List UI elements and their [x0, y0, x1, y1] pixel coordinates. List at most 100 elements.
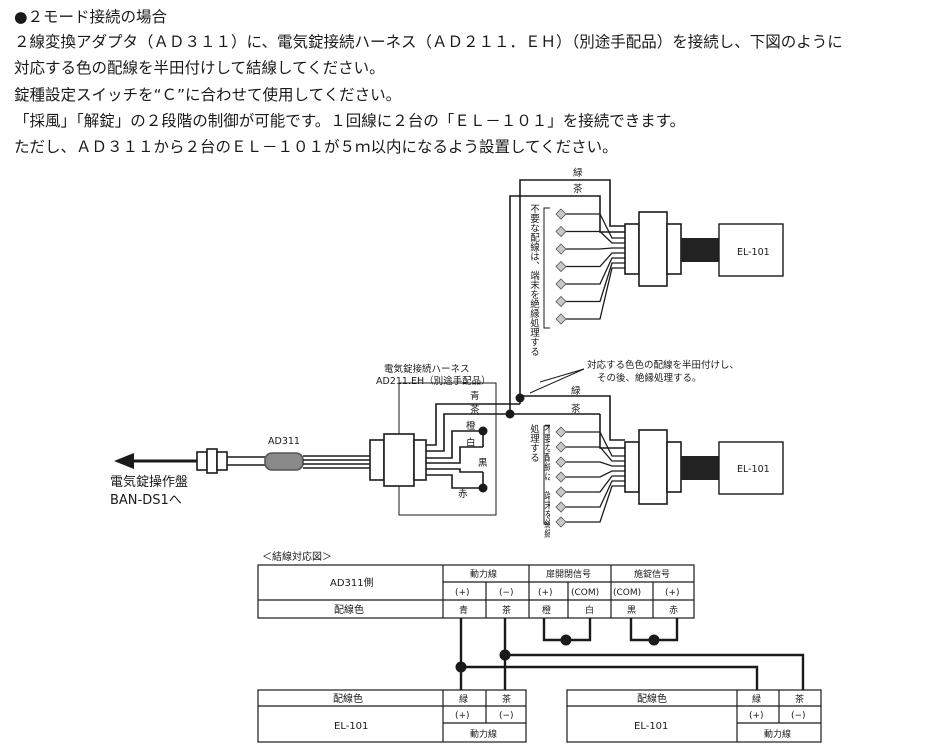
unused-wire: [566, 475, 625, 493]
insulation-cap-icon: [555, 278, 567, 290]
table-terminal: (−): [499, 588, 514, 598]
el-table-group-left: 動力線: [470, 728, 497, 740]
label-red: 赤: [458, 489, 468, 500]
insulation-cap-icon: [555, 295, 567, 308]
unused-bracket-top: [543, 207, 550, 329]
panel-target-label: BAN-DS1へ: [110, 493, 182, 508]
harness-connector: [369, 433, 427, 487]
el-table-color: 緑: [459, 693, 468, 705]
label-orange: 橙: [466, 420, 476, 432]
ad311-adapter: [264, 452, 304, 471]
unused-wire: [566, 446, 625, 462]
wiring-table: [257, 564, 695, 619]
section-heading: ●２モード接続の場合: [14, 8, 168, 26]
unused-wire: [566, 485, 625, 523]
harness-title: 電気錠接続ハーネス: [384, 363, 470, 375]
ad311-label: AD311: [268, 436, 300, 447]
label-brown-top: 茶: [573, 183, 583, 195]
el-table-group-right: 動力線: [764, 728, 791, 740]
table-connections: [459, 618, 805, 690]
el101-top-cable: [681, 238, 719, 262]
unused-wire: [566, 480, 625, 508]
panel-arrow: [114, 453, 200, 469]
instruction-line-4: 「採風」「解錠」の２段階の制御が可能です。１回線に２台の「ＥＬ－１０１」を接続で…: [14, 112, 686, 130]
panel-label: 電気錠操作盤: [110, 474, 188, 490]
el-table-terminal: (+): [749, 711, 764, 721]
table-group-door: 扉開閉信号: [546, 568, 591, 580]
unused-note-bottom: 不要な配線は、端末を絶縁処理する: [528, 424, 550, 538]
insulation-cap-icon: [555, 516, 567, 528]
insulation-cap-icon: [555, 243, 567, 255]
el101-table-right: [566, 689, 822, 743]
table-color: 青: [459, 604, 468, 616]
unused-bracket-bottom: [543, 425, 550, 525]
unused-wire: [566, 470, 625, 478]
table-terminal: (+): [538, 588, 553, 598]
table-terminal: (COM): [571, 588, 599, 598]
table-color: 赤: [669, 605, 678, 616]
insulation-cap-icon: [555, 260, 567, 273]
unused-wire: [566, 247, 625, 250]
el-table-terminal: (+): [455, 711, 470, 721]
unused-note-top: 不要な配線は、端末を絶縁処理する: [528, 204, 539, 356]
unused-wire: [566, 267, 625, 320]
el101-top-label: EL-101: [737, 247, 770, 258]
table-group-lock: 施錠信号: [634, 568, 670, 580]
el-table-label-left: 配線色: [333, 692, 363, 705]
harness-model: AD211.EH（別途手配品）: [376, 375, 491, 387]
el-table-name-right: EL-101: [634, 721, 668, 732]
table-color: 橙: [542, 604, 551, 616]
table-color: 黒: [627, 605, 636, 616]
label-green-bottom: 緑: [571, 385, 581, 397]
insulation-cap-icon: [555, 313, 567, 325]
unused-wire: [566, 230, 625, 244]
el-table-label-right: 配線色: [637, 692, 667, 705]
label-white: 白: [466, 437, 476, 449]
el-table-color: 緑: [752, 693, 761, 705]
table-color: 茶: [502, 604, 511, 616]
label-brown-bottom: 茶: [571, 403, 581, 415]
insulation-cap-icon: [555, 208, 567, 220]
instruction-line-3: 錠種設定スイッチを“Ｃ”に合わせて使用してください。: [14, 86, 402, 104]
note-leaders: [529, 368, 585, 394]
unused-wires-bottom: [555, 426, 625, 528]
insulation-cap-icon: [555, 456, 567, 468]
table-terminal: (+): [455, 588, 470, 598]
table-group-power: 動力線: [470, 568, 497, 580]
el-table-color: 茶: [795, 693, 804, 705]
el-table-terminal: (−): [499, 711, 514, 721]
unused-wires-top: [555, 208, 625, 325]
el101-bottom-connector: [624, 429, 682, 505]
insulation-cap-icon: [555, 225, 567, 238]
insulation-cap-icon: [555, 501, 567, 513]
table-row-label: 配線色: [334, 603, 364, 616]
unused-wire: [566, 213, 625, 239]
unused-wire: [566, 252, 625, 268]
table-terminal: (COM): [613, 588, 641, 598]
table-color: 白: [585, 604, 594, 616]
table-ad311-side: AD311側: [330, 576, 374, 589]
table-terminal: (+): [665, 588, 680, 598]
el101-bottom-label: EL-101: [737, 464, 770, 475]
el101-table-left: [257, 689, 527, 743]
insulation-cap-icon: [555, 486, 567, 498]
el101-top-box: [718, 223, 784, 277]
unused-wire: [566, 257, 625, 285]
label-green-top: 緑: [573, 167, 583, 179]
solder-note-1: 対応する色色の配線を半田付けし、: [587, 359, 739, 371]
label-blue: 青: [470, 390, 480, 402]
table-caption: ＜結線対応図＞: [262, 550, 332, 563]
cable-connector: [196, 448, 265, 474]
label-black: 黒: [478, 458, 488, 469]
instruction-line-5: ただし、ＡＤ３１１から２台のＥＬ－１０１が５ｍ以内になるよう設置してください。: [14, 138, 618, 156]
instruction-line-2: 対応する色の配線を半田付けして結線してください。: [14, 59, 385, 77]
el101-top-connector: [624, 211, 682, 287]
el-table-name-left: EL-101: [334, 721, 368, 732]
el101-bottom-box: [718, 441, 784, 495]
el101-bottom-cable: [681, 456, 719, 480]
unused-wire: [566, 431, 625, 457]
unused-wire: [566, 262, 625, 303]
solder-note-2: その後、絶縁処理する。: [597, 372, 702, 384]
el-table-color: 茶: [502, 693, 511, 705]
